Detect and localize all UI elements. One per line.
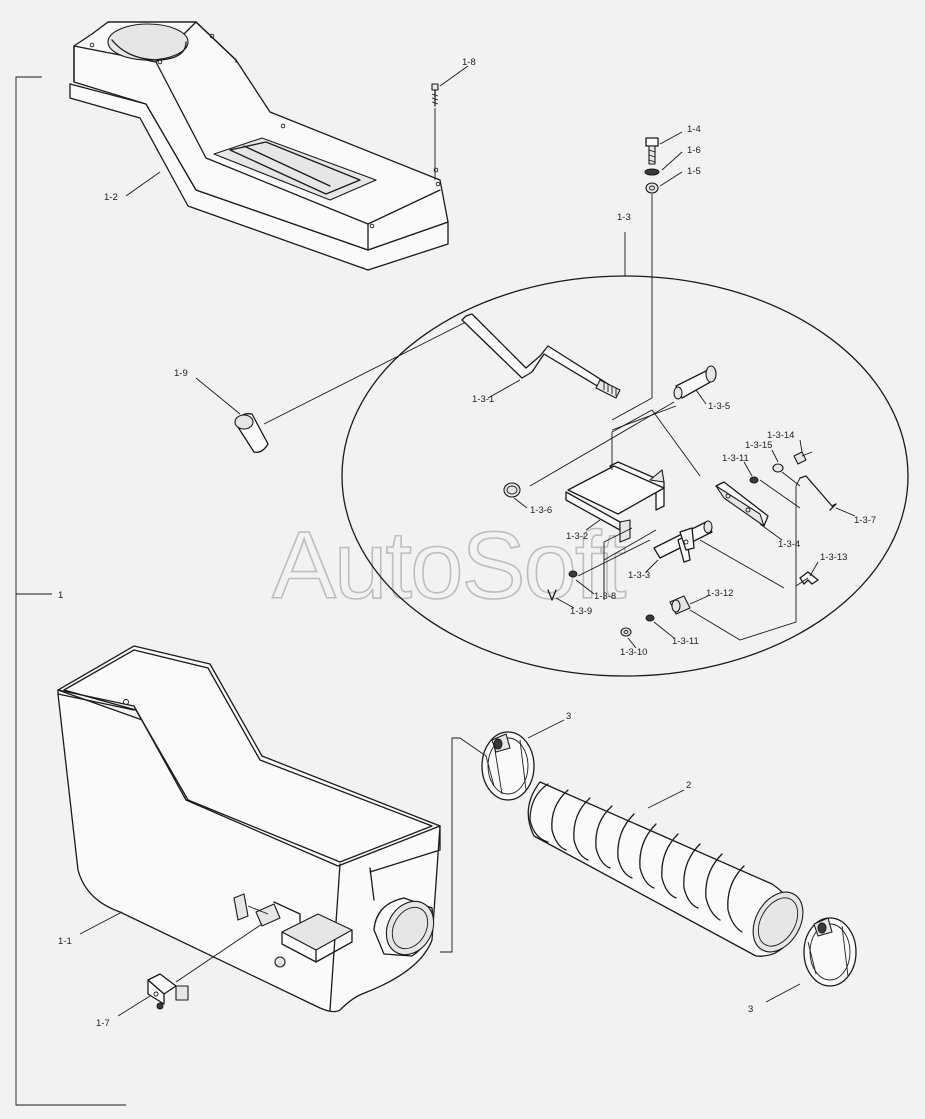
label-1: 1 (58, 590, 63, 601)
part-labels: 1 1-1 1-2 1-3 1-4 1-5 1-6 1-7 1-8 1-9 1-… (58, 57, 876, 1029)
spring-rod-part (795, 475, 837, 511)
small-fasteners-lower (620, 595, 691, 637)
label-3-upper: 3 (566, 711, 571, 722)
detail-guide-lines (577, 471, 809, 641)
label-1-3-11-upper: 1-3-11 (722, 453, 749, 464)
knob-part (234, 321, 467, 453)
label-1-9: 1-9 (174, 368, 188, 379)
label-3-lower: 3 (748, 1004, 753, 1015)
hose-part (527, 781, 804, 957)
label-1-2: 1-2 (104, 192, 118, 203)
label-1-3-3: 1-3-3 (628, 570, 650, 581)
label-2: 2 (686, 780, 691, 791)
label-1-3: 1-3 (617, 212, 631, 223)
label-1-3-15: 1-3-15 (745, 440, 772, 451)
bracket-part (565, 409, 701, 543)
clamp-lower-part (803, 917, 857, 987)
label-1-7: 1-7 (96, 1018, 110, 1029)
hose-guide-line (459, 737, 487, 757)
label-1-6: 1-6 (687, 145, 701, 156)
label-1-4: 1-4 (687, 124, 701, 135)
label-1-5: 1-5 (687, 166, 701, 177)
bolt-stack (611, 137, 660, 421)
label-1-3-10: 1-3-10 (620, 647, 647, 658)
leader-lines (79, 65, 856, 1017)
clip-part (799, 571, 819, 585)
housing-part (57, 645, 441, 1013)
label-1-3-7: 1-3-7 (854, 515, 876, 526)
label-1-3-8: 1-3-8 (594, 591, 616, 602)
label-1-3-13: 1-3-13 (820, 552, 847, 563)
clamp-upper-part (481, 731, 535, 801)
top-cover-part (69, 21, 449, 271)
hose-guide-line (440, 737, 460, 953)
label-1-1: 1-1 (58, 936, 72, 947)
small-fasteners-upper (749, 451, 813, 484)
plate-part (715, 481, 769, 527)
screw-part (431, 83, 439, 180)
label-1-3-12: 1-3-12 (706, 588, 733, 599)
label-1-8: 1-8 (462, 57, 476, 68)
ring-part (503, 482, 521, 498)
label-1-3-4: 1-3-4 (778, 539, 800, 550)
label-1-3-14: 1-3-14 (767, 430, 794, 441)
label-1-3-5: 1-3-5 (708, 401, 730, 412)
watermark: AutoSoft (272, 512, 626, 619)
label-1-3-6: 1-3-6 (530, 505, 552, 516)
label-1-3-11-lower: 1-3-11 (672, 636, 699, 647)
shaft-arm-part (653, 520, 713, 563)
small-fasteners-left (547, 570, 578, 601)
small-bracket-part (147, 923, 263, 1010)
assembly-bracket (15, 76, 126, 1106)
label-1-3-2: 1-3-2 (566, 531, 588, 542)
lever-rod-part (461, 313, 621, 399)
label-1-3-9: 1-3-9 (570, 606, 592, 617)
label-1-3-1: 1-3-1 (472, 394, 494, 405)
